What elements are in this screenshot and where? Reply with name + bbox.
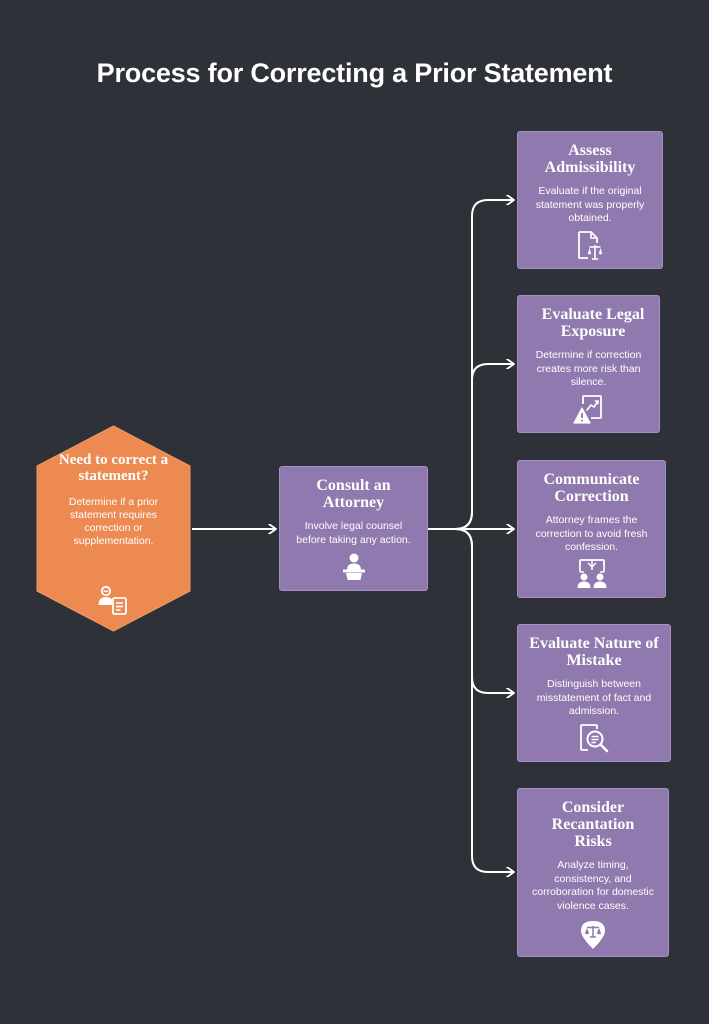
communicate-correction-title: Communicate Correction <box>543 471 640 505</box>
start-node-description: Determine if a prior statement requires … <box>68 496 159 547</box>
evaluate-legal-exposure-description: Determine if correction creates more ris… <box>535 349 642 388</box>
page-title: Process for Correcting a Prior Statement <box>96 58 613 88</box>
start-node-hexagon <box>36 425 191 632</box>
consider-recantation-risks-title: Consider Recantation Risks <box>551 799 635 850</box>
arrow-to-evaluate-legal-exposure <box>428 364 514 530</box>
arrow-to-consider-recantation-risks <box>428 528 514 872</box>
document-search-icon <box>580 724 609 753</box>
person-document-icon <box>98 585 127 615</box>
consider-recantation-risks-description: Analyze timing, consistency, and corrobo… <box>532 859 654 912</box>
assess-admissibility-title: Assess Admissibility <box>544 142 636 176</box>
evaluate-legal-exposure-title: Evaluate Legal Exposure <box>541 306 645 340</box>
communicate-correction-description: Attorney frames the correction to avoid … <box>535 514 648 553</box>
assess-admissibility-description: Evaluate if the original statement was p… <box>535 185 645 224</box>
location-scale-icon <box>581 921 605 949</box>
evaluate-nature-of-mistake-title: Evaluate Nature of Mistake <box>529 635 659 669</box>
consult-node-title: Consult an Attorney <box>316 477 391 511</box>
assess-admissibility-node: Assess Admissibility Evaluate if the ori… <box>517 131 663 269</box>
evaluate-legal-exposure-node: Evaluate Legal Exposure Determine if cor… <box>517 295 660 433</box>
legal-document-scale-icon <box>578 231 603 260</box>
communicate-correction-node: Communicate Correction Attorney frames t… <box>517 460 666 598</box>
risk-warning-chart-icon <box>572 395 602 424</box>
start-node-title: Need to correct a statement? <box>58 452 169 484</box>
consult-node-description: Involve legal counsel before taking any … <box>296 520 411 546</box>
evaluate-nature-of-mistake-node: Evaluate Nature of Mistake Distinguish b… <box>517 624 671 762</box>
consider-recantation-risks-node: Consider Recantation Risks Analyze timin… <box>517 788 669 957</box>
consult-node: Consult an Attorney Involve legal counse… <box>279 466 428 591</box>
start-node: Need to correct a statement? Determine i… <box>36 425 191 632</box>
attorney-client-presentation-icon <box>577 559 606 588</box>
evaluate-nature-of-mistake-description: Distinguish between misstatement of fact… <box>536 678 652 717</box>
lawyer-podium-icon <box>342 553 365 580</box>
